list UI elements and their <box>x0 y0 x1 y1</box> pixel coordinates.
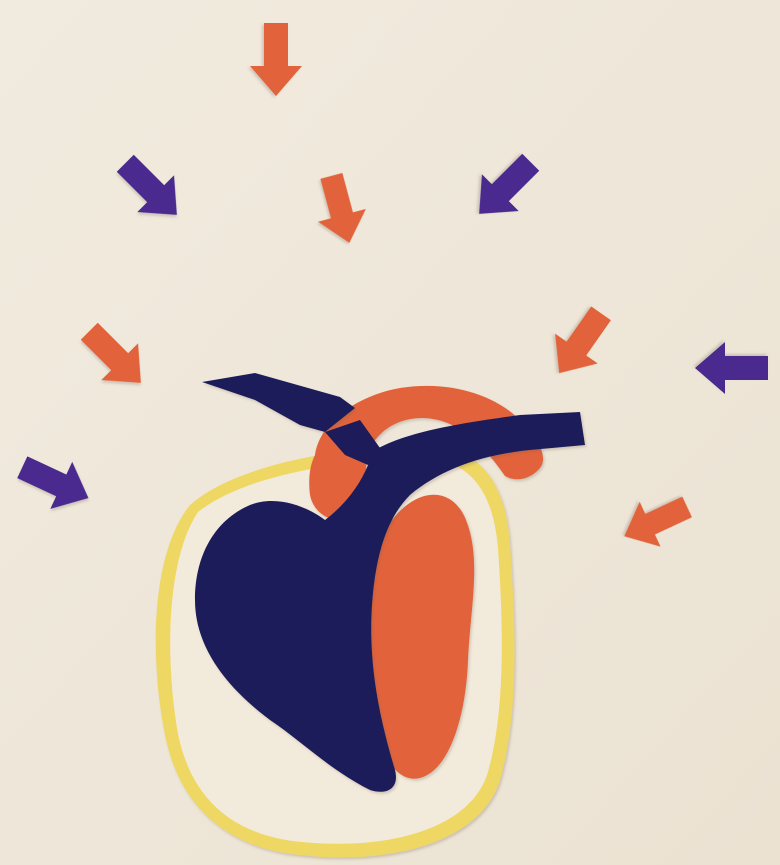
heart-collage <box>0 0 780 865</box>
